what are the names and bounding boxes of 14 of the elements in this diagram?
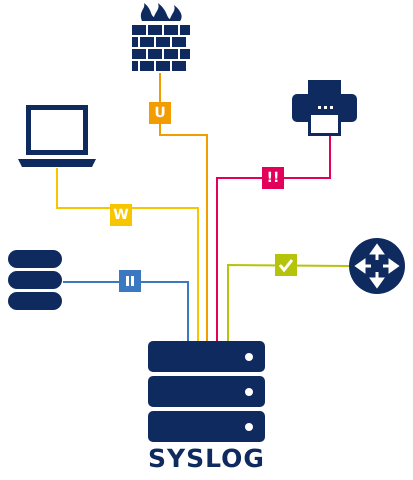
- edge-label: W: [110, 204, 132, 226]
- firewall-icon: [130, 3, 192, 73]
- server-label: SYSLOG: [148, 444, 265, 473]
- database-icon: [8, 250, 62, 310]
- connector-line: [227, 264, 349, 341]
- laptop-icon: [18, 105, 96, 167]
- edge-label: U: [149, 102, 171, 124]
- printer-icon: [292, 80, 357, 136]
- connector-line: [216, 136, 331, 341]
- router-icon: [349, 238, 405, 294]
- connector-line: [159, 73, 208, 341]
- connector-line: [63, 281, 189, 341]
- edge-label: !!: [262, 167, 284, 189]
- connector-line: [56, 168, 199, 341]
